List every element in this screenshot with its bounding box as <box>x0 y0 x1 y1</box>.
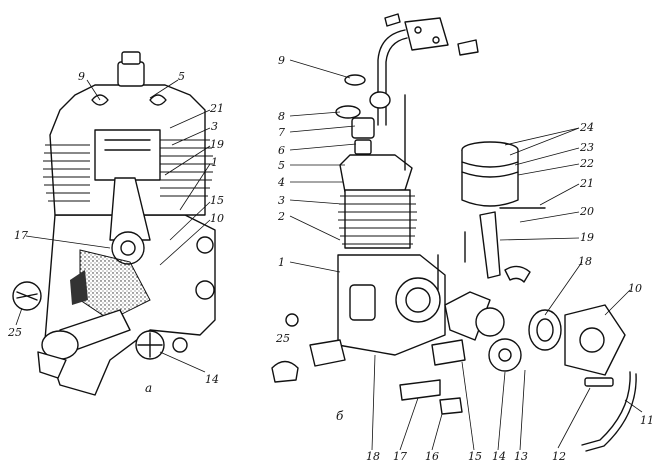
callout-b-12: 12 <box>552 450 566 463</box>
callout-b-22: 22 <box>579 157 594 170</box>
callout-b-21: 21 <box>579 177 594 190</box>
callout-a-25: 25 <box>7 326 22 339</box>
panel-b-drawing <box>271 13 637 452</box>
callout-b-20: 20 <box>579 205 594 218</box>
callout-b-25: 25 <box>275 332 290 345</box>
callout-a-21: 21 <box>209 102 224 115</box>
cylinder-fins-right <box>160 139 213 197</box>
callout-b-6: 6 <box>278 144 285 157</box>
callout-b-3: 3 <box>278 194 285 207</box>
callout-b-5: 5 <box>278 159 285 172</box>
callout-b-11: 11 <box>640 414 654 427</box>
callout-a-15: 15 <box>210 194 224 207</box>
callout-b-7: 7 <box>278 126 285 139</box>
panel-a-callouts: 9 5 21 3 19 1 15 10 17 25 14 а <box>7 70 224 395</box>
callout-a-1: 1 <box>211 156 218 169</box>
callout-a-14: 14 <box>205 373 219 386</box>
callout-b-13: 13 <box>514 450 528 463</box>
panel-a-label: а <box>145 381 152 395</box>
callout-b-10: 10 <box>628 282 642 295</box>
cylinder-fins-left <box>43 144 90 202</box>
callout-a-3: 3 <box>211 120 218 133</box>
panel-b-callouts: 9 8 7 6 5 4 3 2 1 25 24 23 22 21 20 19 1… <box>275 54 654 463</box>
callout-b-24: 24 <box>579 121 594 134</box>
callout-b-15: 15 <box>468 450 482 463</box>
callout-a-10: 10 <box>210 212 224 225</box>
callout-b-16: 16 <box>425 450 439 463</box>
callout-b-8: 8 <box>278 110 285 123</box>
callout-a-17: 17 <box>14 229 28 242</box>
callout-b-18-bottom: 18 <box>366 450 380 463</box>
callout-a-9: 9 <box>78 70 85 83</box>
callout-b-9: 9 <box>278 54 285 67</box>
panel-b-leaders <box>289 59 643 451</box>
callout-b-14: 14 <box>492 450 506 463</box>
callout-b-2: 2 <box>277 210 285 223</box>
callout-b-17: 17 <box>393 450 407 463</box>
callout-b-23: 23 <box>579 141 594 154</box>
callout-b-4: 4 <box>277 176 285 189</box>
panel-a-drawing <box>12 51 216 396</box>
panel-a-leaders <box>15 79 211 373</box>
callout-b-18-top: 18 <box>578 255 592 268</box>
callout-a-5: 5 <box>178 70 185 83</box>
callout-b-19: 19 <box>580 231 594 244</box>
panel-b-label: б <box>336 409 344 423</box>
callout-b-1: 1 <box>278 256 285 269</box>
cylinder-b-fins <box>338 189 417 249</box>
callout-a-19: 19 <box>210 138 224 151</box>
